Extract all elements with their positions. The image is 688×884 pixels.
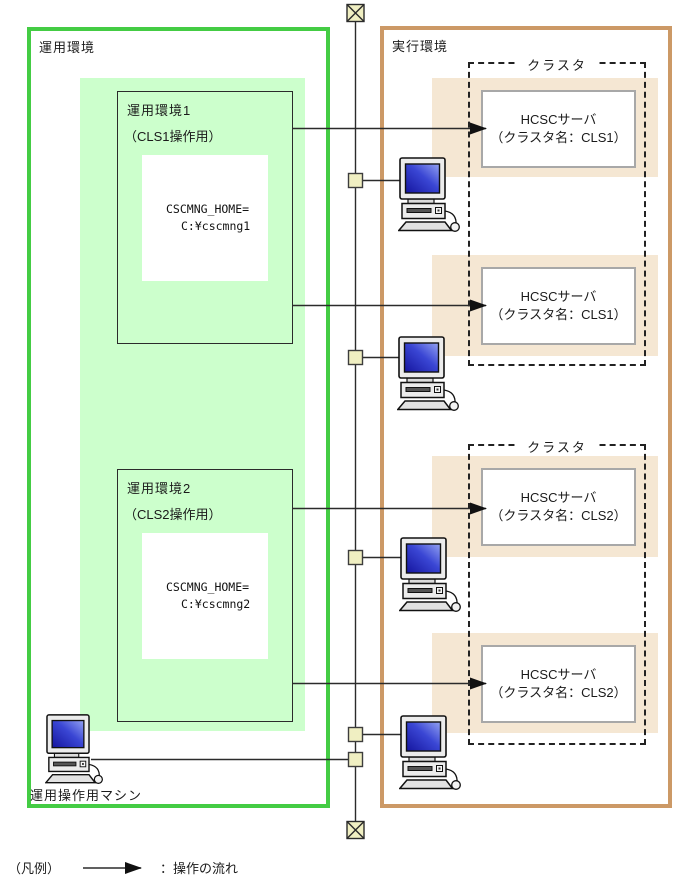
- operation-env2-box: 運用環境2 （CLS2操作用） CSCMNG_HOME= C:¥cscmng2: [117, 469, 293, 722]
- cluster2-box: クラスタ: [468, 437, 646, 745]
- network-endpoints: [346, 3, 365, 840]
- cluster2-label: クラスタ: [516, 437, 598, 456]
- cscmng-home-var-1: CSCMNG_HOME=: [166, 202, 250, 216]
- hcsc-server-cluster: （クラスタ名：CLS2）: [490, 508, 627, 523]
- connector-squares: [347, 172, 364, 768]
- arrow-right-icon: [83, 861, 143, 874]
- cscmng-home-box-1: CSCMNG_HOME= C:¥cscmng1: [142, 155, 268, 281]
- execution-environment-title: 実行環境: [392, 39, 449, 54]
- legend-meaning: ：操作の流れ: [160, 861, 239, 876]
- crossed-box-icon: [346, 820, 365, 840]
- hcsc-server-cluster: （クラスタ名：CLS1）: [490, 307, 627, 322]
- cscmng-home-path-1: C:¥cscmng1: [181, 219, 251, 233]
- cluster1-label: クラスタ: [516, 55, 598, 74]
- legend-prefix: （凡例）: [8, 861, 61, 876]
- operation-env1-box: 運用環境1 （CLS1操作用） CSCMNG_HOME= C:¥cscmng1: [117, 91, 293, 344]
- operation-env2-purpose: （CLS2操作用）: [124, 507, 222, 522]
- crossed-box-icon: [346, 3, 365, 23]
- hcsc-server-box: HCSCサーバ （クラスタ名：CLS2）: [481, 645, 636, 723]
- connector-square-icon: [347, 172, 364, 189]
- hcsc-server-name: HCSCサーバ: [520, 289, 597, 304]
- connector-square-icon: [347, 751, 364, 768]
- connector-square-icon: [347, 349, 364, 366]
- hcsc-server-cluster: （クラスタ名：CLS2）: [490, 685, 627, 700]
- legend: （凡例） ：操作の流れ: [8, 858, 238, 877]
- cscmng-home-var-2: CSCMNG_HOME=: [166, 580, 250, 594]
- operation-env2-name: 運用環境2: [127, 481, 192, 496]
- hcsc-server-box: HCSCサーバ （クラスタ名：CLS2）: [481, 468, 636, 546]
- connector-square-icon: [347, 549, 364, 566]
- connector-square-icon: [347, 726, 364, 743]
- hcsc-server-name: HCSCサーバ: [520, 112, 597, 127]
- operation-environment-title: 運用環境: [39, 40, 96, 55]
- hcsc-server-name: HCSCサーバ: [520, 667, 597, 682]
- hcsc-server-box: HCSCサーバ （クラスタ名：CLS1）: [481, 90, 636, 168]
- operation-env1-purpose: （CLS1操作用）: [124, 129, 222, 144]
- cscmng-home-path-2: C:¥cscmng2: [181, 597, 251, 611]
- cscmng-home-box-2: CSCMNG_HOME= C:¥cscmng2: [142, 533, 268, 659]
- hcsc-server-name: HCSCサーバ: [520, 490, 597, 505]
- operation-machine-label: 運用操作用マシン: [30, 788, 143, 803]
- hcsc-server-box: HCSCサーバ （クラスタ名：CLS1）: [481, 267, 636, 345]
- operation-env1-name: 運用環境1: [127, 103, 192, 118]
- cluster1-box: クラスタ: [468, 55, 646, 366]
- hcsc-server-cluster: （クラスタ名：CLS1）: [490, 130, 627, 145]
